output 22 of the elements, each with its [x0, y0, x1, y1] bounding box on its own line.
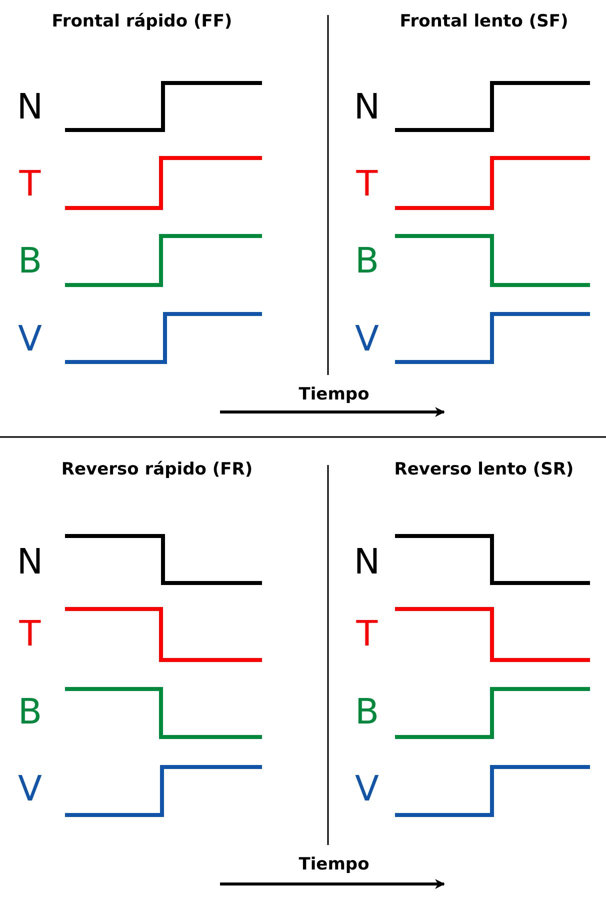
signal-label: V [355, 772, 379, 808]
signal-label: B [355, 696, 379, 730]
signal-label: V [18, 772, 42, 808]
signal-label: N [354, 90, 380, 126]
signal-label: V [18, 322, 42, 358]
signal-label: B [18, 696, 42, 730]
signal-label: T [356, 168, 378, 202]
panel-title: Reverso lento (SR) [394, 462, 574, 478]
signal-label: T [19, 618, 41, 652]
signal-label: N [16, 90, 44, 126]
panel-title: Reverso rápido (FR) [61, 462, 253, 478]
axis-label: Tiempo [298, 386, 370, 404]
signal-label: T [356, 618, 378, 652]
signal-label: N [354, 546, 380, 580]
axis-label: Tiempo [298, 856, 370, 874]
signal-label: B [355, 244, 379, 280]
signal-label: N [16, 546, 44, 580]
panel-title: Frontal rápido (FF) [52, 14, 232, 30]
signal-label: B [18, 244, 42, 280]
panel-title: Frontal lento (SF) [400, 14, 568, 30]
signal-label: V [355, 322, 379, 358]
signal-label: T [19, 168, 41, 202]
